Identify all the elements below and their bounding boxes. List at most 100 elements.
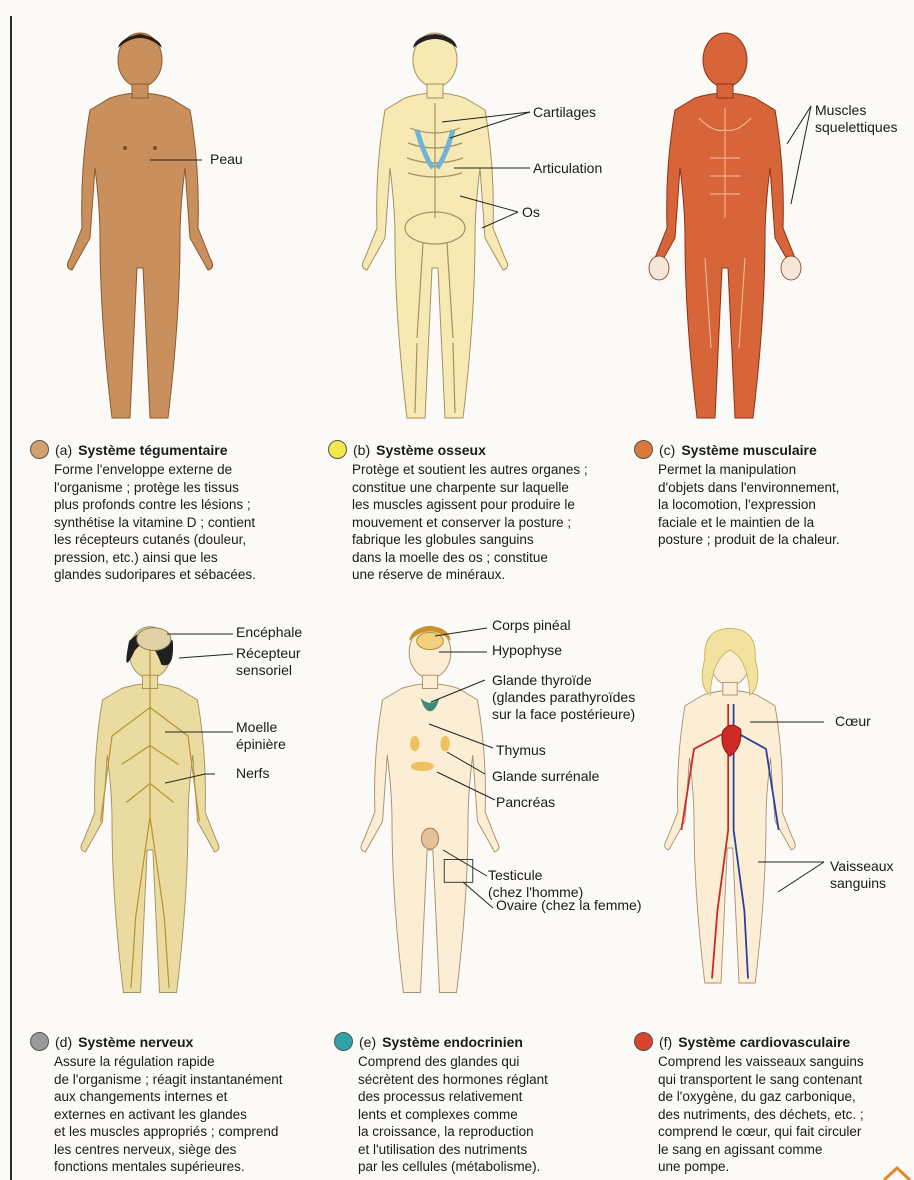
caption-line: les centres nerveux, siège des <box>54 1141 310 1159</box>
caption-line: Permet la manipulation <box>658 461 914 479</box>
caption-line: par les cellules (métabolisme). <box>358 1158 614 1176</box>
label-coeur: Cœur <box>835 713 871 730</box>
caption-letter: (e) <box>359 1033 376 1051</box>
caption-cardiovasculaire: (f) Système cardiovasculaire Comprend les… <box>634 1032 910 1176</box>
caption-body: Comprend les vaisseaux sanguins qui tran… <box>658 1053 910 1176</box>
caption-line: l'organisme ; protège les tissus <box>54 479 310 497</box>
caption-nerveux: (d)Système nerveux Assure la régulation … <box>30 1032 310 1176</box>
caption-line: faciale et le maintien de la <box>658 514 914 532</box>
caption-line: le sang en agissant comme <box>658 1141 910 1159</box>
label-parathyroides: (glandes parathyroïdes <box>492 689 635 706</box>
cardio-leader-lines <box>748 712 828 902</box>
label-testicule: Testicule <box>488 867 542 884</box>
caption-tegumentaire: (a) Système tégumentaire Forme l'envelopp… <box>30 440 310 584</box>
caption-line: les récepteurs cutanés (douleur, <box>54 531 310 549</box>
color-swatch-icon <box>634 1032 653 1051</box>
caption-line: les muscles agissent pour produire le <box>352 496 608 514</box>
caption-body: Comprend des glandes qui sécrètent des h… <box>358 1053 614 1176</box>
label-sanguins: sanguins <box>830 875 886 892</box>
label-hypophyse: Hypophyse <box>492 642 562 659</box>
caption-osseux: (b)Système osseux Protège et soutient le… <box>328 440 608 584</box>
caption-letter: (f) <box>659 1033 672 1051</box>
label-epiniere: épinière <box>236 736 286 753</box>
label-encephale: Encéphale <box>236 624 302 641</box>
color-swatch-icon <box>634 440 653 459</box>
label-glande-surrenale: Glande surrénale <box>492 768 599 785</box>
caption-line: dans la moelle des os ; constitue <box>352 549 608 567</box>
nerveux-leader-lines <box>165 624 235 794</box>
caption-line: externes en activant les glandes <box>54 1106 310 1124</box>
muscle-figure-icon <box>625 18 825 438</box>
label-recepteur: Récepteur <box>236 645 301 662</box>
caption-line: mouvement et conserver la posture ; <box>352 514 608 532</box>
label-thymus: Thymus <box>496 742 546 759</box>
caption-line: des nutriments, des déchets, etc. ; <box>658 1106 910 1124</box>
label-sensoriel: sensoriel <box>236 662 292 679</box>
caption-line: une réserve de minéraux. <box>352 566 608 584</box>
caption-line: aux changements internes et <box>54 1088 310 1106</box>
caption-line: et les muscles appropriés ; comprend <box>54 1123 310 1141</box>
caption-body: Permet la manipulation d'objets dans l'e… <box>658 461 914 549</box>
caption-endocrinien: (e) Système endocrinien Comprend des glan… <box>334 1032 614 1176</box>
caption-line: plus profonds contre les lésions ; <box>54 496 310 514</box>
caption-line: Comprend des glandes qui <box>358 1053 614 1071</box>
label-muscles: Muscles <box>815 102 866 119</box>
label-vaisseaux: Vaisseaux <box>830 858 894 875</box>
label-corps-pineal: Corps pinéal <box>492 617 571 634</box>
label-articulation: Articulation <box>533 160 602 177</box>
caption-line: la locomotion, l'expression <box>658 496 914 514</box>
label-peau: Peau <box>210 151 243 168</box>
caption-title: Système osseux <box>376 441 486 459</box>
caption-line: la croissance, la reproduction <box>358 1123 614 1141</box>
caption-line: une pompe. <box>658 1158 910 1176</box>
label-pancreas: Pancréas <box>496 794 555 811</box>
caption-line: de l'organisme ; réagit instantanément <box>54 1071 310 1089</box>
color-swatch-icon <box>30 1032 49 1051</box>
color-swatch-icon <box>30 440 49 459</box>
caption-title: Système musculaire <box>681 441 816 459</box>
caption-body: Forme l'enveloppe externe de l'organisme… <box>54 461 310 584</box>
label-glande-thyroide: Glande thyroïde <box>492 672 592 689</box>
label-os: Os <box>522 204 540 221</box>
osseux-leader-lines <box>440 100 535 240</box>
caption-line: Forme l'enveloppe externe de <box>54 461 310 479</box>
caption-line: des processus relativement <box>358 1088 614 1106</box>
muscles-leader-lines <box>785 104 815 214</box>
peau-leader-line <box>150 150 210 170</box>
caption-line: sécrètent des hormones réglant <box>358 1071 614 1089</box>
caption-musculaire: (c) Système musculaire Permet la manipula… <box>634 440 914 549</box>
caption-line: fonctions mentales supérieures. <box>54 1158 310 1176</box>
caption-title: Système cardiovasculaire <box>678 1033 850 1051</box>
label-ovaire: Ovaire (chez la femme) <box>496 897 641 914</box>
caption-line: de l'oxygène, du gaz carbonique, <box>658 1088 910 1106</box>
caption-body: Protège et soutient les autres organes ;… <box>352 461 608 584</box>
label-nerfs: Nerfs <box>236 765 269 782</box>
caption-title: Système nerveux <box>78 1033 193 1051</box>
caption-letter: (c) <box>659 441 675 459</box>
color-swatch-icon <box>328 440 347 459</box>
label-moelle: Moelle <box>236 719 277 736</box>
caption-line: lents et complexes comme <box>358 1106 614 1124</box>
caption-line: Protège et soutient les autres organes ; <box>352 461 608 479</box>
caption-title: Système tégumentaire <box>78 441 227 459</box>
caption-line: comprend le cœur, qui fait circuler <box>658 1123 910 1141</box>
caption-line: Comprend les vaisseaux sanguins <box>658 1053 910 1071</box>
caption-line: et l'utilisation des nutriments <box>358 1141 614 1159</box>
skin-figure-icon <box>40 18 240 438</box>
caption-line: posture ; produit de la chaleur. <box>658 531 914 549</box>
color-swatch-icon <box>334 1032 353 1051</box>
caption-title: Système endocrinien <box>382 1033 523 1051</box>
caption-line: glandes sudoripares et sébacées. <box>54 566 310 584</box>
label-face-posterieure: sur la face postérieure) <box>492 706 635 723</box>
page-corner-icon <box>880 1164 914 1180</box>
caption-body: Assure la régulation rapide de l'organis… <box>54 1053 310 1176</box>
left-border-line <box>10 16 12 1180</box>
caption-line: fabrique les globules sanguins <box>352 531 608 549</box>
caption-line: Assure la régulation rapide <box>54 1053 310 1071</box>
caption-line: synthétise la vitamine D ; contient <box>54 514 310 532</box>
caption-line: qui transportent le sang contenant <box>658 1071 910 1089</box>
label-cartilages: Cartilages <box>533 104 596 121</box>
caption-letter: (a) <box>55 441 72 459</box>
label-squelettiques: squelettiques <box>815 119 898 136</box>
